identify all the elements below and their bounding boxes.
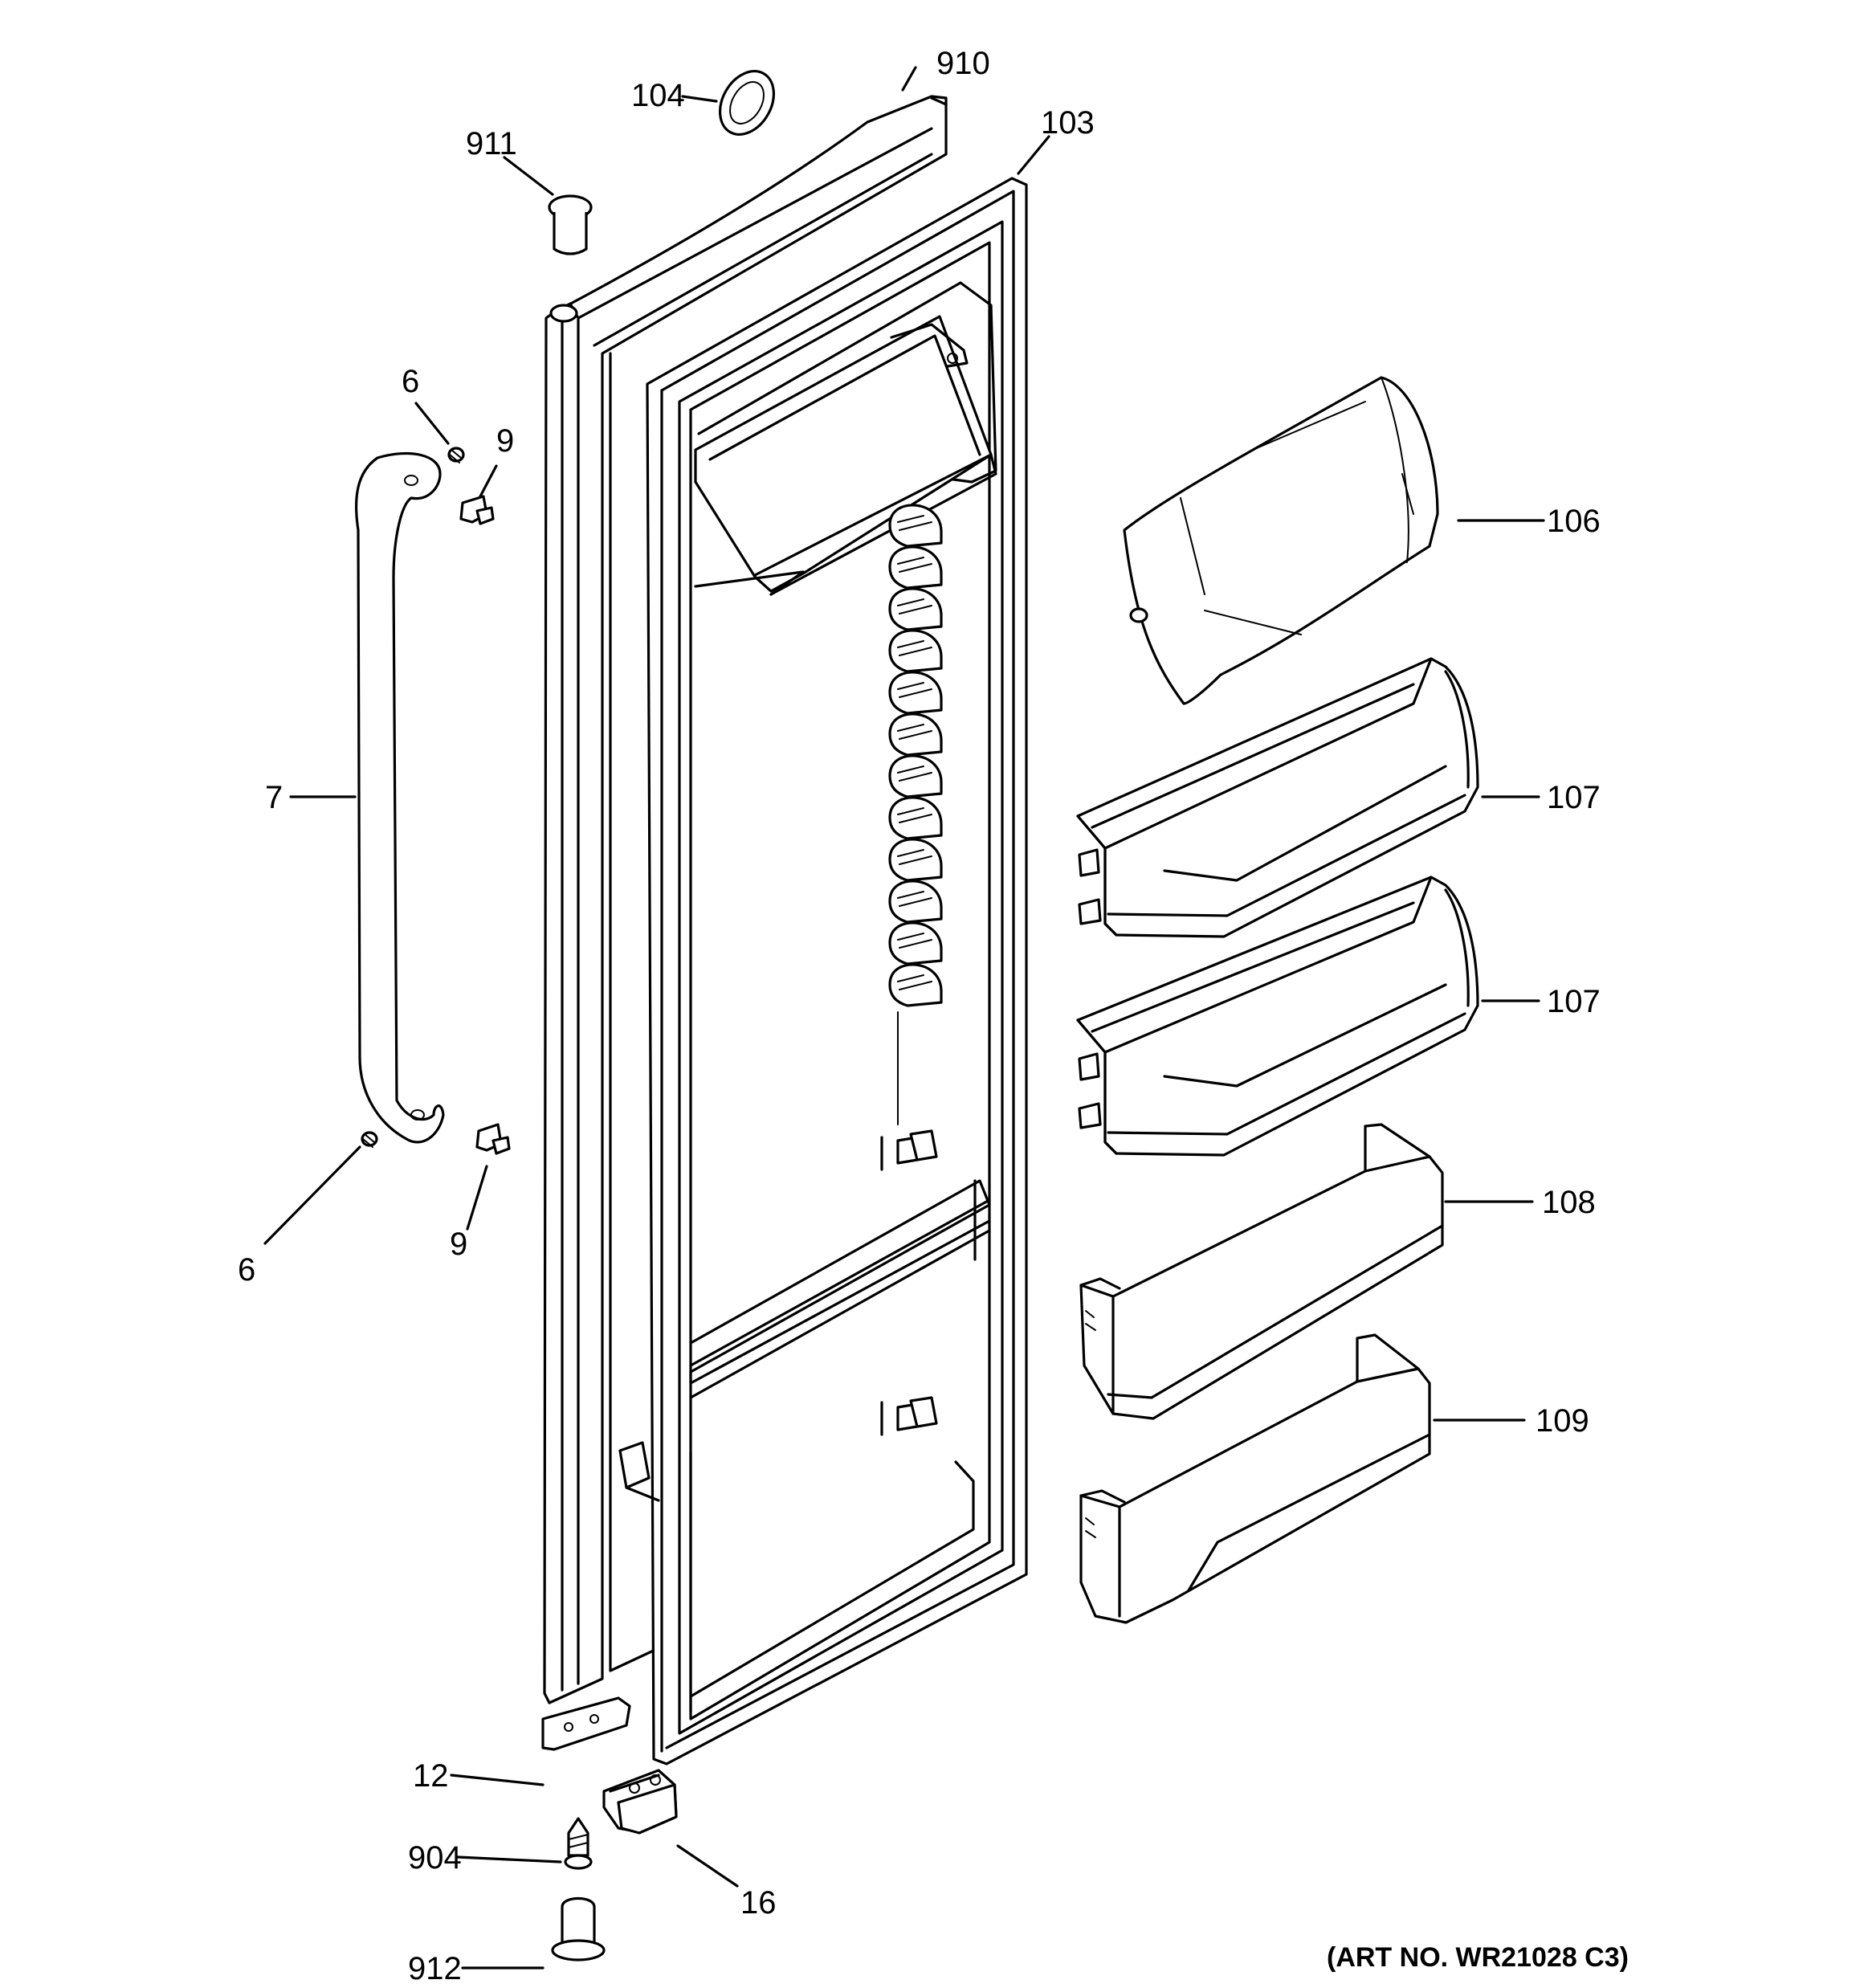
callout-9-top: 9: [496, 423, 514, 459]
mounting-stud-9-top: [459, 495, 495, 525]
callout-7: 7: [265, 780, 283, 815]
plug-104: [718, 70, 776, 136]
callout-910: 910: [936, 46, 990, 81]
rib-hook-detail: [897, 515, 932, 531]
leader-12: [450, 1774, 544, 1786]
callout-109: 109: [1536, 1403, 1589, 1439]
callout-904: 904: [408, 1840, 462, 1876]
rib-column: [888, 504, 943, 1125]
door-bin-107-upper: [1076, 657, 1479, 938]
dairy-bin-106: [1123, 376, 1439, 705]
callout-12: 12: [413, 1758, 449, 1794]
rib-hook-detail: [897, 765, 932, 782]
leader-911: [503, 156, 554, 196]
set-screw-6-top: [447, 447, 465, 463]
door-bin-108: [1079, 1123, 1444, 1420]
callout-16: 16: [740, 1885, 777, 1921]
callout-9-bottom: 9: [450, 1227, 467, 1262]
rib-hook-detail: [897, 849, 932, 865]
outer-door-910: [543, 95, 948, 1704]
callout-labels: 910 104 103 911 6 9 7 106 107 107 108 10…: [238, 46, 1601, 1986]
mounting-stud-9-bottom: [475, 1123, 511, 1155]
leader-103: [1017, 135, 1050, 175]
callout-107-upper: 107: [1547, 780, 1601, 815]
cap-911: [548, 194, 593, 255]
rib-hook-detail: [897, 974, 932, 990]
rib-hook-detail: [897, 557, 932, 573]
hinge-bracket-16: [602, 1769, 678, 1835]
callout-108: 108: [1542, 1185, 1596, 1220]
rib-hook-detail: [897, 598, 932, 614]
leader-9-bottom: [466, 1165, 488, 1231]
rib-hook-detail: [897, 807, 932, 823]
leader-104: [681, 95, 718, 103]
rib-hook-detail: [897, 640, 932, 656]
screw-904: [564, 1817, 593, 1870]
callout-106: 106: [1547, 504, 1601, 539]
rib-hook-detail: [897, 933, 932, 949]
leader-6-top: [414, 402, 450, 445]
leader-904: [456, 1855, 562, 1863]
door-bin-109: [1079, 1333, 1431, 1624]
leader-16: [676, 1844, 739, 1888]
door-handle-7: [354, 451, 445, 1144]
leader-9-top: [479, 464, 498, 498]
callout-912: 912: [408, 1951, 462, 1986]
callout-911: 911: [466, 126, 517, 161]
callout-6-top: 6: [402, 364, 419, 399]
bushing-912: [551, 1897, 606, 1961]
rib-hook-detail: [897, 724, 932, 740]
leader-910: [901, 66, 917, 92]
rib-hook-detail: [897, 891, 932, 907]
art-number: (ART NO. WR21028 C3): [1327, 1942, 1629, 1973]
callout-104: 104: [631, 78, 685, 113]
leader-6-bottom: [263, 1145, 361, 1245]
door-bin-107-lower: [1076, 876, 1479, 1157]
leader-lines: [263, 66, 1545, 1970]
rib-hook-detail: [897, 682, 932, 698]
callout-107-lower: 107: [1547, 984, 1601, 1019]
door-liner-103: [618, 177, 1028, 1766]
set-screw-6-bottom: [361, 1131, 378, 1148]
callout-6-bottom: 6: [238, 1252, 255, 1288]
hinge-shim-12: [541, 1696, 631, 1751]
callout-103: 103: [1041, 105, 1095, 141]
